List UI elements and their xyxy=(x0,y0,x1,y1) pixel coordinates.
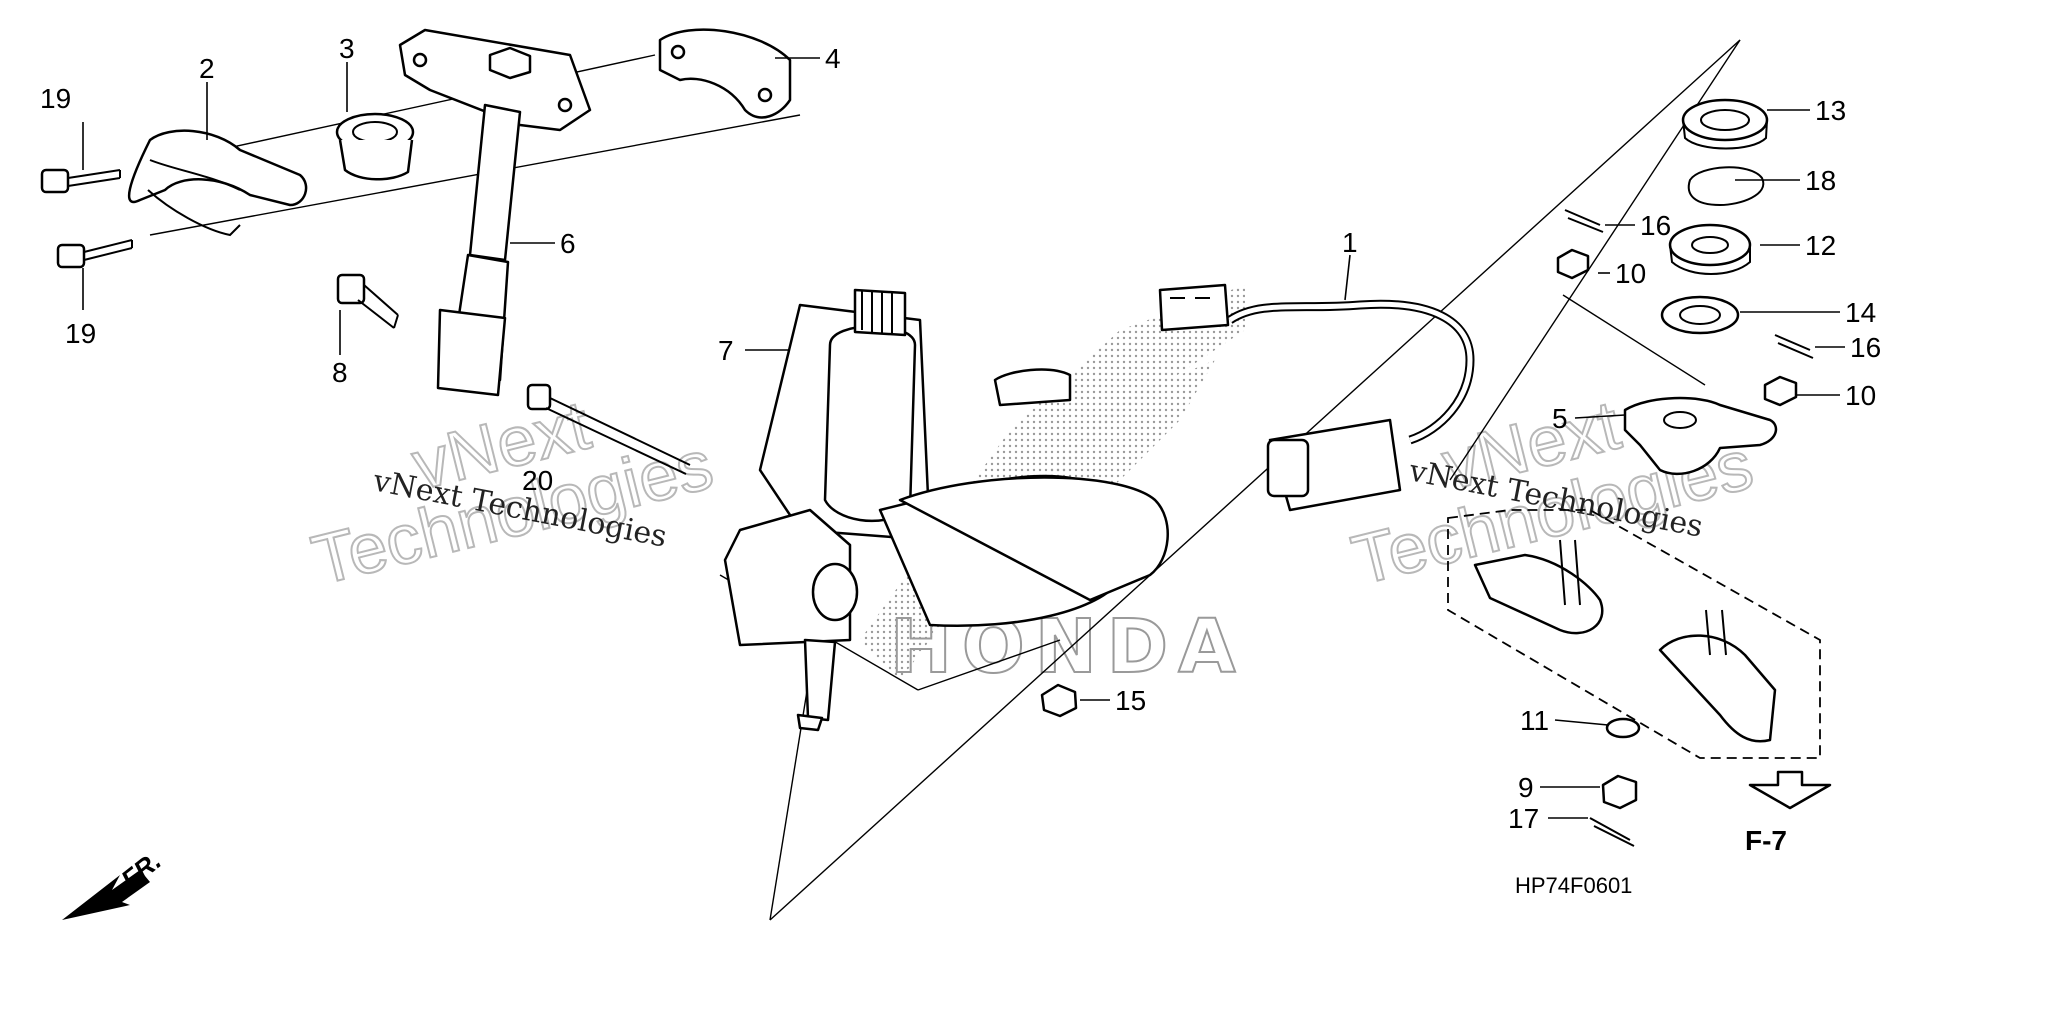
callout-3: 3 xyxy=(339,33,355,64)
part-18-circlip xyxy=(1687,166,1765,207)
callout-8: 8 xyxy=(332,357,348,388)
part-9-castle-nut xyxy=(1601,774,1638,810)
callout-4: 4 xyxy=(825,43,841,74)
part-16-cotter-pin-right xyxy=(1774,334,1814,359)
figure-ref-label: F-7 xyxy=(1745,825,1787,856)
part-12-bearing xyxy=(1668,223,1752,275)
tie-rod-ends-group xyxy=(1447,509,1821,759)
callout-18: 18 xyxy=(1805,165,1836,196)
part-2-lower-clamp xyxy=(127,129,308,237)
callout-13: 13 xyxy=(1815,95,1846,126)
callout-16-right: 16 xyxy=(1850,332,1881,363)
callout-15: 15 xyxy=(1115,685,1146,716)
callout-5: 5 xyxy=(1552,403,1568,434)
part-7-eps-unit xyxy=(723,288,1169,732)
part-10-nut-left xyxy=(1556,248,1590,280)
callout-14: 14 xyxy=(1845,297,1876,328)
part-5-steering-arm xyxy=(1623,396,1778,476)
part-4-upper-clamp xyxy=(658,28,792,119)
callout-leaders xyxy=(82,57,1845,819)
callout-2: 2 xyxy=(199,53,215,84)
part-20-long-bolt xyxy=(526,383,691,475)
part-6-steering-shaft xyxy=(398,28,592,397)
callout-1: 1 xyxy=(1342,227,1358,258)
front-direction-indicator: FR. xyxy=(62,845,167,920)
callout-labels: 1 2 3 4 5 6 7 8 9 10 10 11 12 13 14 15 1… xyxy=(40,33,1881,834)
part-14-seal xyxy=(1660,295,1740,335)
part-19-bolt-lower xyxy=(56,239,133,269)
callout-17: 17 xyxy=(1508,803,1539,834)
callout-6: 6 xyxy=(560,228,576,259)
figure-reference-arrow: F-7 xyxy=(1745,770,1832,856)
callout-9: 9 xyxy=(1518,772,1534,803)
callout-12: 12 xyxy=(1805,230,1836,261)
diagram-code: HP74F0601 xyxy=(1515,873,1632,898)
callout-16-left: 16 xyxy=(1640,210,1671,241)
callout-20: 20 xyxy=(522,465,553,496)
part-3-steering-seal xyxy=(335,112,415,181)
part-11-washer xyxy=(1605,717,1641,739)
callout-19-upper: 19 xyxy=(40,83,71,114)
callout-10-left: 10 xyxy=(1615,258,1646,289)
callout-7: 7 xyxy=(718,335,734,366)
part-8-bolt xyxy=(336,273,399,329)
callout-19-lower: 19 xyxy=(65,318,96,349)
callout-11: 11 xyxy=(1520,705,1549,736)
part-10-nut-right xyxy=(1763,375,1798,407)
callout-10-right: 10 xyxy=(1845,380,1876,411)
part-16-cotter-pin-left xyxy=(1564,209,1604,233)
part-15-nut xyxy=(1040,683,1078,718)
part-1-wiring-harness xyxy=(993,283,1475,512)
part-13-seal xyxy=(1681,98,1769,150)
part-17-cotter-pin xyxy=(1589,817,1635,847)
part-19-bolt-upper xyxy=(40,168,121,194)
watermark-left: vNext Technologies vNext Technologies xyxy=(304,385,721,601)
